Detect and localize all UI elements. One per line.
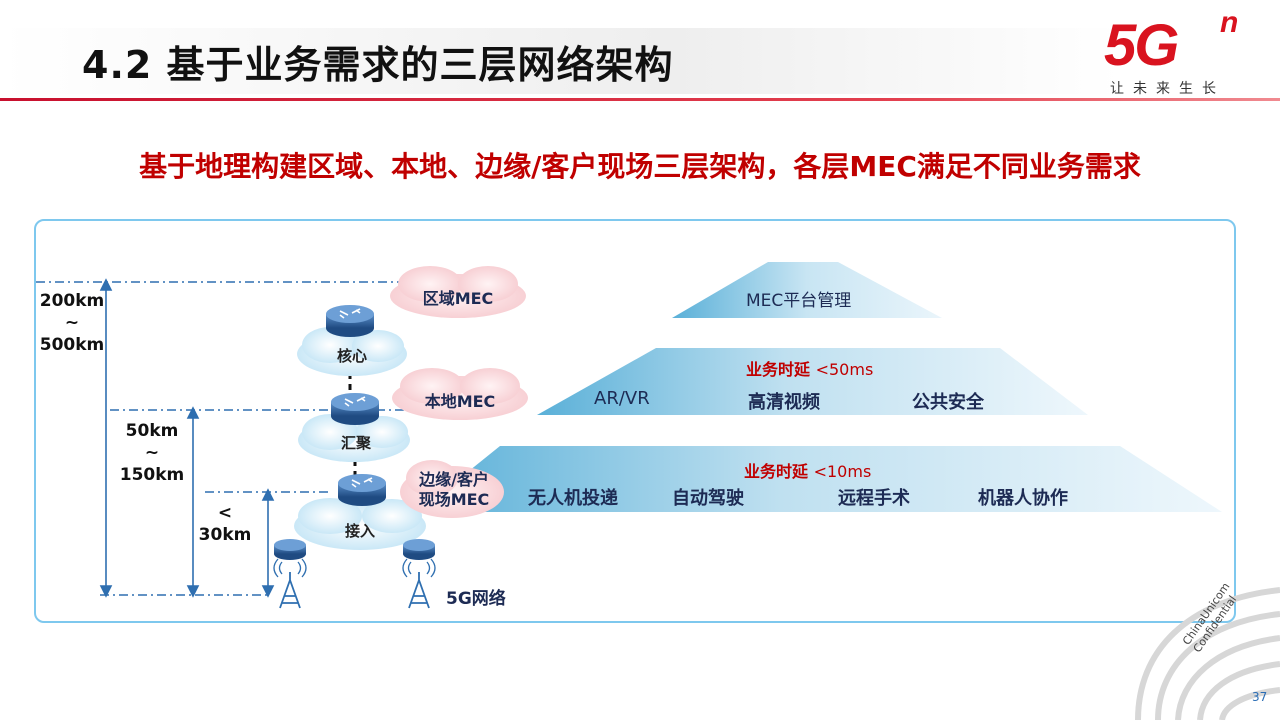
label-edge-mec-line: 现场MEC xyxy=(418,490,490,509)
label-edge-mec: 边缘/客户 现场MEC xyxy=(404,470,504,510)
app-drone-delivery: 无人机投递 xyxy=(528,488,618,509)
app-ar-vr: AR/VR xyxy=(594,388,650,409)
distance-text: ~ xyxy=(144,443,160,463)
cloud-regional-mec xyxy=(390,266,526,318)
cell-tower-icon xyxy=(402,558,436,609)
diagram-panel xyxy=(34,219,1236,623)
distance-local: 50km ~ 150km xyxy=(116,420,188,486)
label-aggregation: 汇聚 xyxy=(340,434,371,452)
distance-text: 500km xyxy=(39,335,105,355)
router-icon xyxy=(326,305,374,337)
slide-subtitle: 基于地理构建区域、本地、边缘/客户现场三层架构，各层MEC满足不同业务需求 xyxy=(139,150,1141,183)
tier-platform-label: MEC平台管理 xyxy=(746,291,852,311)
router-icon xyxy=(403,539,435,560)
distance-text: 50km xyxy=(125,421,179,441)
latency-label: 业务时延 xyxy=(744,462,809,481)
label-5g-network: 5G网络 xyxy=(446,589,506,609)
app-autonomous-driving: 自动驾驶 xyxy=(672,488,744,509)
distance-text: 150km xyxy=(119,465,185,485)
tier-platform-shape xyxy=(672,262,942,318)
app-public-safety: 公共安全 xyxy=(912,392,984,413)
logo-5g-text: 5G xyxy=(1104,13,1179,78)
cloud-access xyxy=(294,498,426,550)
app-hd-video: 高清视频 xyxy=(748,392,820,413)
router-icon xyxy=(338,474,386,506)
label-local-mec: 本地MEC xyxy=(424,392,496,411)
distance-edge: < 30km xyxy=(196,502,254,546)
tier-local-shape xyxy=(537,348,1088,415)
label-edge-mec-line: 边缘/客户 xyxy=(419,470,489,489)
distance-text: < xyxy=(217,503,233,523)
app-robot-collaboration: 机器人协作 xyxy=(978,488,1068,509)
brand-logo: 5G n 让未来生长 xyxy=(1100,6,1250,97)
cloud-aggregation xyxy=(298,414,410,462)
title-divider xyxy=(0,98,1280,101)
cloud-edge-mec xyxy=(400,460,504,518)
cell-tower-icon xyxy=(273,558,307,609)
distance-text: 200km xyxy=(39,291,105,311)
distance-regional: 200km ~ 500km xyxy=(36,290,108,356)
latency-label: 业务时延 xyxy=(746,360,811,379)
router-icon xyxy=(331,393,379,425)
label-access: 接入 xyxy=(344,522,375,540)
slide-title: 4.2 基于业务需求的三层网络架构 xyxy=(82,43,674,87)
router-icon xyxy=(274,539,306,560)
tier-edge-latency: 业务时延 <10ms xyxy=(744,458,871,482)
label-core: 核心 xyxy=(336,347,367,365)
label-regional-mec: 区域MEC xyxy=(422,289,494,308)
distance-text: ~ xyxy=(64,313,80,333)
distance-text: 30km xyxy=(198,525,252,545)
latency-value: <50ms xyxy=(815,360,874,379)
tier-local-latency: 业务时延 <50ms xyxy=(746,356,873,380)
watermark-swirl-icon xyxy=(1135,587,1280,720)
title-bar xyxy=(0,28,1120,94)
cloud-local-mec xyxy=(392,368,528,420)
logo-slogan: 让未来生长 xyxy=(1110,81,1225,97)
logo-n-text: n xyxy=(1220,6,1239,39)
app-remote-surgery: 远程手术 xyxy=(838,488,910,509)
latency-value: <10ms xyxy=(813,462,872,481)
page-number: 37 xyxy=(1252,690,1268,704)
tier-edge-shape xyxy=(418,446,1222,512)
